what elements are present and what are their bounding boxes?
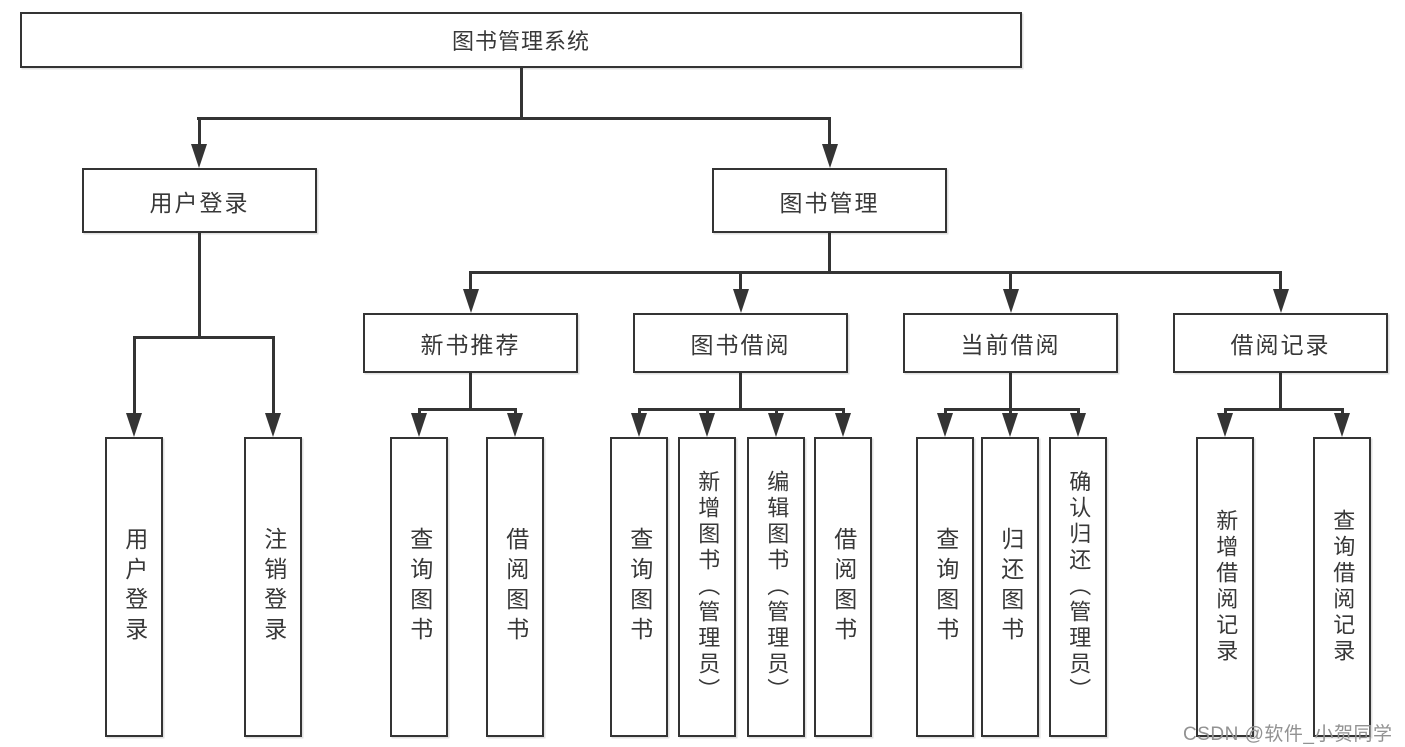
arrowhead-cb-confirm [1070,413,1086,437]
connector-cb-down [1009,373,1012,410]
connector-currentborrow-stem [1009,271,1012,291]
node-root-label: 图书管理系统 [451,29,590,54]
node-br-search-label: 查询借阅记录 [1330,509,1356,665]
node-bb-search-label: 查询图书 [626,527,653,647]
connector-userlogin-hline [132,336,275,339]
node-current-borrow: 当前借阅 [903,313,1118,373]
node-cb-confirm-label: 确认归还（管理员） [1066,470,1092,704]
node-cb-confirm: 确认归还（管理员） [1049,437,1107,737]
node-user-login-group-label: 用户登录 [149,189,250,216]
arrowhead-currentborrow [1002,289,1019,313]
node-book-mgmt-group-label: 图书管理 [779,189,880,216]
node-new-book-rec: 新书推荐 [363,313,578,373]
connector-cb-return-stem [1008,408,1012,417]
connector-bb-borrow-stem [841,408,845,417]
connector-userlogin-down [198,233,201,339]
node-nbr-search: 查询图书 [390,437,448,737]
node-book-borrow: 图书借阅 [633,313,848,373]
node-user-login: 用户登录 [105,437,163,737]
node-cb-return-label: 归还图书 [997,527,1024,647]
connector-nbr-borrow-stem [513,408,517,417]
node-book-borrow-label: 图书借阅 [690,332,791,358]
connector-br-search-stem [1340,408,1344,417]
connector-bookborrow-stem [739,271,742,291]
connector-cb-search-stem [943,408,947,417]
arrowhead-bb-add [699,413,715,437]
arrowhead-nbr-borrow [507,413,523,437]
node-bb-borrow: 借阅图书 [814,437,872,737]
connector-login-stem [132,336,136,416]
node-borrow-records: 借阅记录 [1173,313,1388,373]
connector-bb-edit-stem [774,408,778,417]
arrowhead-logout [265,413,281,437]
connector-nbr-hline [417,408,517,411]
node-br-add-label: 新增借阅记录 [1213,509,1239,665]
node-user-login-label: 用户登录 [121,527,148,647]
node-bb-edit: 编辑图书（管理员） [747,437,805,737]
connector-br-add-stem [1223,408,1227,417]
connector-bb-search-stem [637,408,641,417]
arrowhead-nbr-search [411,413,427,437]
arrowhead-login [126,413,142,437]
arrowhead-newbookrec [462,289,479,313]
node-cb-search: 查询图书 [916,437,974,737]
connector-nbr-search-stem [417,408,421,417]
connector-cb-confirm-stem [1076,408,1080,417]
node-bb-add: 新增图书（管理员） [678,437,736,737]
connector-bookmgmt-hline [469,271,1282,274]
node-borrow-records-label: 借阅记录 [1230,332,1331,358]
connector-root-stem [519,68,523,119]
node-root: 图书管理系统 [20,12,1022,68]
connector-br-down [1279,373,1282,410]
arrowhead-bookmgmt [821,144,838,168]
arrowhead-bookborrow [732,289,749,313]
node-bb-search: 查询图书 [610,437,668,737]
node-br-add: 新增借阅记录 [1196,437,1254,737]
node-nbr-borrow: 借阅图书 [486,437,544,737]
connector-bookmgmt-stem [828,117,831,147]
arrowhead-br-search [1334,413,1350,437]
arrowhead-bb-search [631,413,647,437]
node-logout-label: 注销登录 [260,527,287,647]
node-nbr-search-label: 查询图书 [406,527,433,647]
node-bb-edit-label: 编辑图书（管理员） [764,470,790,704]
arrowhead-userlogin [191,144,207,168]
node-br-search: 查询借阅记录 [1313,437,1371,737]
connector-bb-add-stem [705,408,709,417]
node-cb-return: 归还图书 [981,437,1039,737]
node-bb-borrow-label: 借阅图书 [830,527,857,647]
connector-nbr-down [469,373,472,410]
node-cb-search-label: 查询图书 [932,527,959,647]
connector-cb-hline [943,408,1080,411]
arrowhead-bb-edit [768,413,784,437]
arrowhead-br-add [1217,413,1233,437]
connector-br-hline [1223,408,1344,411]
node-user-login-group: 用户登录 [82,168,317,233]
connector-bookmgmt-down [827,233,831,273]
connector-bb-hline [637,408,845,411]
connector-borrowrecords-stem [1279,271,1282,291]
arrowhead-cb-search [937,413,953,437]
node-logout: 注销登录 [244,437,302,737]
connector-newbookrec-stem [469,271,472,291]
node-nbr-borrow-label: 借阅图书 [502,527,529,647]
node-book-mgmt-group: 图书管理 [712,168,947,233]
node-new-book-rec-label: 新书推荐 [420,332,521,358]
arrowhead-cb-return [1002,413,1018,437]
node-current-borrow-label: 当前借阅 [960,332,1061,358]
connector-root-hline [197,117,831,120]
connector-logout-stem [271,336,275,416]
arrowhead-bb-borrow [835,413,851,437]
connector-bb-down [739,373,742,410]
arrowhead-borrowrecords [1272,289,1289,313]
node-bb-add-label: 新增图书（管理员） [695,470,721,704]
csdn-watermark: CSDN @软件_小贺同学 [1183,724,1393,745]
connector-userlogin-stem [197,117,201,147]
